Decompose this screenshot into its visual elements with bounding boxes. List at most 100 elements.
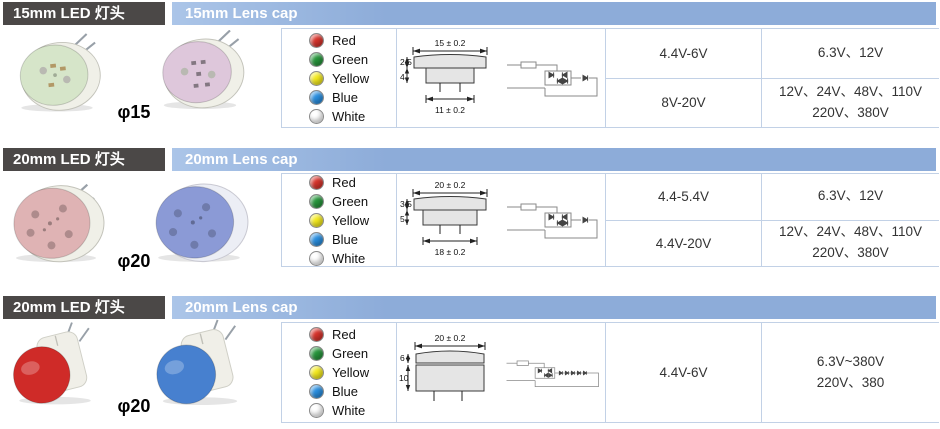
legend-label: Yellow <box>332 365 370 380</box>
legend-label: Green <box>332 193 369 209</box>
color-dot <box>309 89 324 105</box>
legend-label: White <box>332 108 366 124</box>
legend-label: Red <box>332 327 356 342</box>
svg-text:11 ± 0.2: 11 ± 0.2 <box>435 105 465 115</box>
legend-item: White <box>309 250 396 266</box>
color-legend: Red Green Yellow Blue White <box>282 29 396 127</box>
legend-item: Yellow <box>309 212 396 228</box>
lens-cap-header-bar: 20mm Lens cap <box>172 148 936 171</box>
color-dot <box>309 51 324 67</box>
lamp-photo <box>6 172 106 275</box>
color-dot <box>309 32 324 48</box>
legend-label: White <box>332 250 366 266</box>
voltage-range: 8V-20V <box>606 78 762 127</box>
diameter-label: φ20 <box>117 251 151 271</box>
color-dot <box>309 384 324 399</box>
table-row: 4.4-5.4V 6.3V、12V <box>606 174 939 220</box>
svg-text:5: 5 <box>400 214 405 224</box>
lamp-cap <box>156 344 217 405</box>
svg-text:20 ± 0.2: 20 ± 0.2 <box>435 180 466 190</box>
lamp-photo <box>148 174 250 271</box>
section-title-tab: 20mm LED 灯头 <box>3 148 165 171</box>
lens-cap-header-bar: 20mm Lens cap <box>172 296 936 319</box>
lamp-face <box>155 186 235 259</box>
lamp-face <box>13 187 91 259</box>
voltage-range: 4.4V-6V <box>606 323 762 422</box>
svg-text:20 ± 0.2: 20 ± 0.2 <box>435 333 466 343</box>
diameter-label: φ15 <box>117 102 151 122</box>
voltage-range: 4.4V-6V <box>606 29 762 78</box>
legend-item: Red <box>309 327 396 342</box>
legend-label: White <box>332 403 366 418</box>
svg-text:4: 4 <box>400 72 405 82</box>
svg-text:18 ± 0.2: 18 ± 0.2 <box>435 247 466 257</box>
lamp-photo <box>150 29 250 115</box>
legend-item: Green <box>309 193 396 209</box>
svg-text:10: 10 <box>399 373 409 383</box>
svg-text:6: 6 <box>400 353 405 363</box>
legend-item: Blue <box>309 384 396 399</box>
lamp-cap <box>13 346 71 404</box>
color-dot <box>309 193 324 209</box>
voltage-rows: 4.4V-6V 6.3V、12V 8V-20V 12V、24V、48V、110V… <box>606 29 939 127</box>
voltage-rows: 4.4-5.4V 6.3V、12V 4.4V-20V 12V、24V、48V、1… <box>606 174 939 266</box>
legend-label: Red <box>332 174 356 190</box>
circuit-diagram <box>507 61 598 97</box>
legend-item: Green <box>309 51 396 67</box>
dimension-drawing: 15 ± 0.2 2.5 4 11 ± 0.2 <box>400 38 488 115</box>
legend-item: Red <box>309 32 396 48</box>
color-legend: Red Green Yellow Blue White <box>282 323 396 422</box>
lamp-photo <box>8 320 102 411</box>
circuit-diagram <box>506 360 599 387</box>
lamp-photo <box>150 318 250 411</box>
legend-item: Blue <box>309 89 396 105</box>
legend-item: Red <box>309 174 396 190</box>
legend-label: Blue <box>332 89 359 105</box>
legend-label: Green <box>332 51 369 67</box>
table-row: 4.4V-6V 6.3V、12V <box>606 29 939 78</box>
color-dot <box>309 174 324 190</box>
lamp-photo <box>10 31 104 120</box>
legend-label: Blue <box>332 231 359 247</box>
color-dot <box>309 327 324 342</box>
color-dot <box>309 212 324 228</box>
spec-table: Red Green Yellow Blue White 20 ± 0.2 3.5… <box>281 173 939 267</box>
color-dot <box>309 231 324 247</box>
spec-table: Red Green Yellow Blue White 15 ± 0.2 2.5… <box>281 28 939 128</box>
dimension-drawing: 20 ± 0.2 3.5 5 18 ± 0.2 <box>400 180 488 257</box>
color-dot <box>309 70 324 86</box>
drawing-cell: 20 ± 0.2 6 10 <box>396 323 606 422</box>
legend-label: Yellow <box>332 212 370 228</box>
color-dot <box>309 403 324 418</box>
section-title-tab: 15mm LED 灯头 <box>3 2 165 25</box>
legend-item: White <box>309 108 396 124</box>
color-legend: Red Green Yellow Blue White <box>282 174 396 266</box>
voltage-range: 4.4-5.4V <box>606 174 762 220</box>
svg-text:3.5: 3.5 <box>400 199 412 209</box>
color-dot <box>309 346 324 361</box>
svg-text:15 ± 0.2: 15 ± 0.2 <box>435 38 466 48</box>
dimension-drawing: 20 ± 0.2 6 10 <box>399 333 486 401</box>
legend-item: Yellow <box>309 365 396 380</box>
svg-text:2.5: 2.5 <box>400 57 412 67</box>
legend-item: Blue <box>309 231 396 247</box>
legend-label: Yellow <box>332 70 370 86</box>
legend-label: Green <box>332 346 369 361</box>
diameter-label: φ20 <box>117 396 151 416</box>
drawing-cell: 15 ± 0.2 2.5 4 11 ± 0.2 <box>396 29 606 127</box>
circuit-diagram <box>507 203 598 239</box>
legend-item: Green <box>309 346 396 361</box>
legend-item: Yellow <box>309 70 396 86</box>
lens-cap-header-bar: 15mm Lens cap <box>172 2 936 25</box>
spec-table: Red Green Yellow Blue White 20 ± 0.2 6 1… <box>281 322 939 423</box>
color-dot <box>309 250 324 266</box>
color-dot <box>309 108 324 124</box>
legend-label: Red <box>332 32 356 48</box>
lamp-face <box>19 44 89 106</box>
